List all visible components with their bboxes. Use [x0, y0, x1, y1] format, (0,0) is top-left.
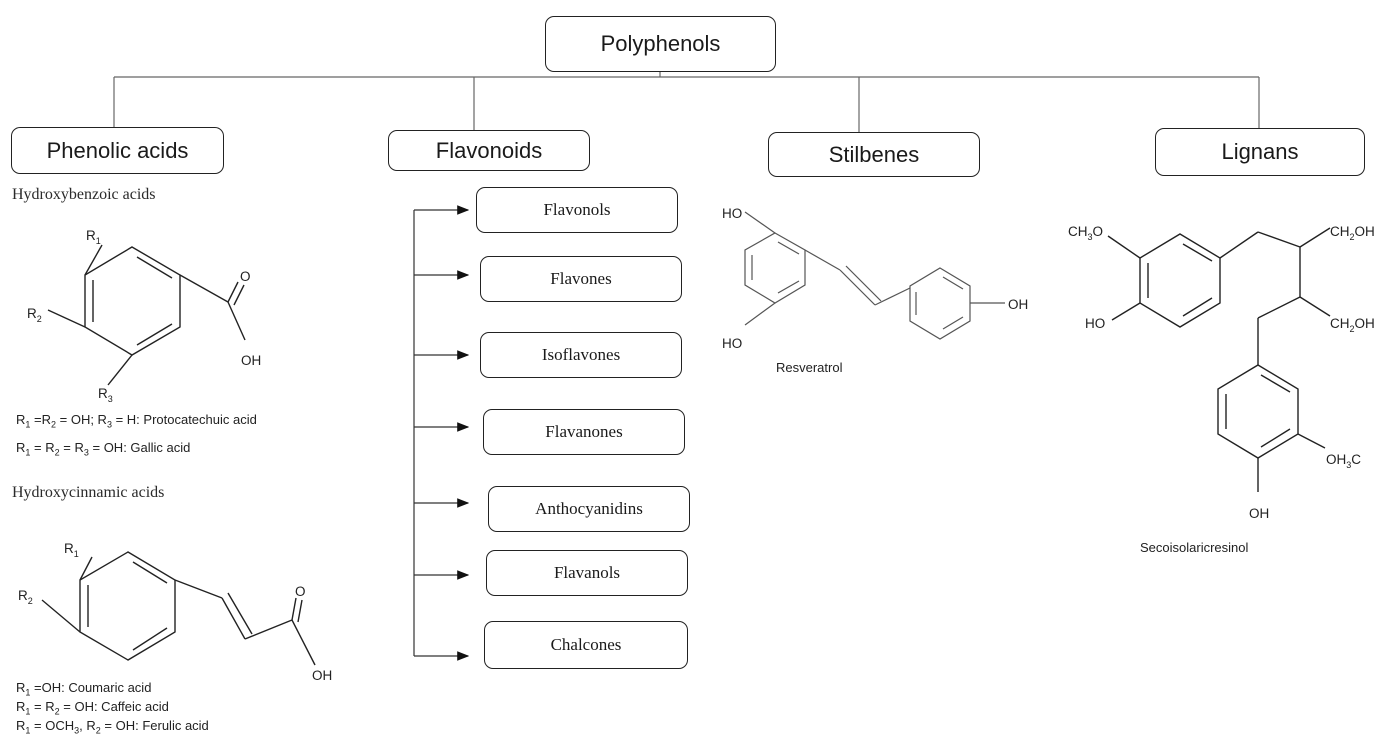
node-phenolic-acids: Phenolic acids	[11, 127, 224, 174]
svg-text:HO: HO	[722, 336, 742, 351]
svg-text:OH3C: OH3C	[1326, 452, 1361, 470]
svg-text:CH3O: CH3O	[1068, 224, 1103, 242]
hydroxycinnamic-eq-caffeic: R1 = R2 = OH: Caffeic acid	[16, 699, 169, 717]
hydroxybenzoic-eq-gallic: R1 = R2 = R3 = OH: Gallic acid	[16, 440, 191, 458]
node-flavones: Flavones	[480, 256, 682, 302]
svg-text:R2: R2	[18, 588, 33, 606]
hydroxycinnamic-eq-coumaric: R1 =OH: Coumaric acid	[16, 680, 152, 698]
hydroxybenzoic-acid-structure	[47, 244, 246, 386]
svg-text:O: O	[240, 269, 251, 284]
node-flavanols: Flavanols	[486, 550, 688, 596]
svg-text:HO: HO	[1085, 316, 1105, 331]
node-flavanones: Flavanones	[483, 409, 685, 455]
node-chalcones: Chalcones	[484, 621, 688, 669]
node-polyphenols: Polyphenols	[545, 16, 776, 72]
svg-text:R1: R1	[64, 541, 79, 559]
secoisolaricresinol-structure	[1107, 227, 1331, 492]
node-flavonols: Flavonols	[476, 187, 678, 233]
svg-text:HO: HO	[722, 206, 742, 221]
svg-text:CH2OH: CH2OH	[1330, 316, 1375, 334]
resveratrol-structure	[744, 211, 1005, 340]
node-flavonoids: Flavonoids	[388, 130, 590, 171]
hydroxybenzoic-acids-title: Hydroxybenzoic acids	[12, 186, 156, 203]
secoisolaricresinol-label: Secoisolaricresinol	[1140, 540, 1249, 555]
node-isoflavones: Isoflavones	[480, 332, 682, 378]
hydroxycinnamic-acid-structure	[41, 551, 316, 666]
hydroxycinnamic-eq-ferulic: R1 = OCH3, R2 = OH: Ferulic acid	[16, 718, 209, 736]
resveratrol-label: Resveratrol	[776, 360, 843, 375]
node-anthocyanidins: Anthocyanidins	[488, 486, 690, 532]
svg-text:CH2OH: CH2OH	[1330, 224, 1375, 242]
svg-text:OH: OH	[241, 353, 261, 368]
svg-text:R1: R1	[86, 228, 101, 246]
svg-text:OH: OH	[1249, 506, 1269, 521]
svg-text:R3: R3	[98, 386, 113, 404]
hydroxybenzoic-eq-protocatechuic: R1 =R2 = OH; R3 = H: Protocatechuic acid	[16, 412, 257, 430]
svg-text:R2: R2	[27, 306, 42, 324]
svg-text:OH: OH	[312, 668, 332, 683]
node-stilbenes: Stilbenes	[768, 132, 980, 177]
svg-text:OH: OH	[1008, 297, 1028, 312]
svg-text:O: O	[295, 584, 306, 599]
hydroxycinnamic-acids-title: Hydroxycinnamic acids	[12, 484, 165, 501]
node-lignans: Lignans	[1155, 128, 1365, 176]
